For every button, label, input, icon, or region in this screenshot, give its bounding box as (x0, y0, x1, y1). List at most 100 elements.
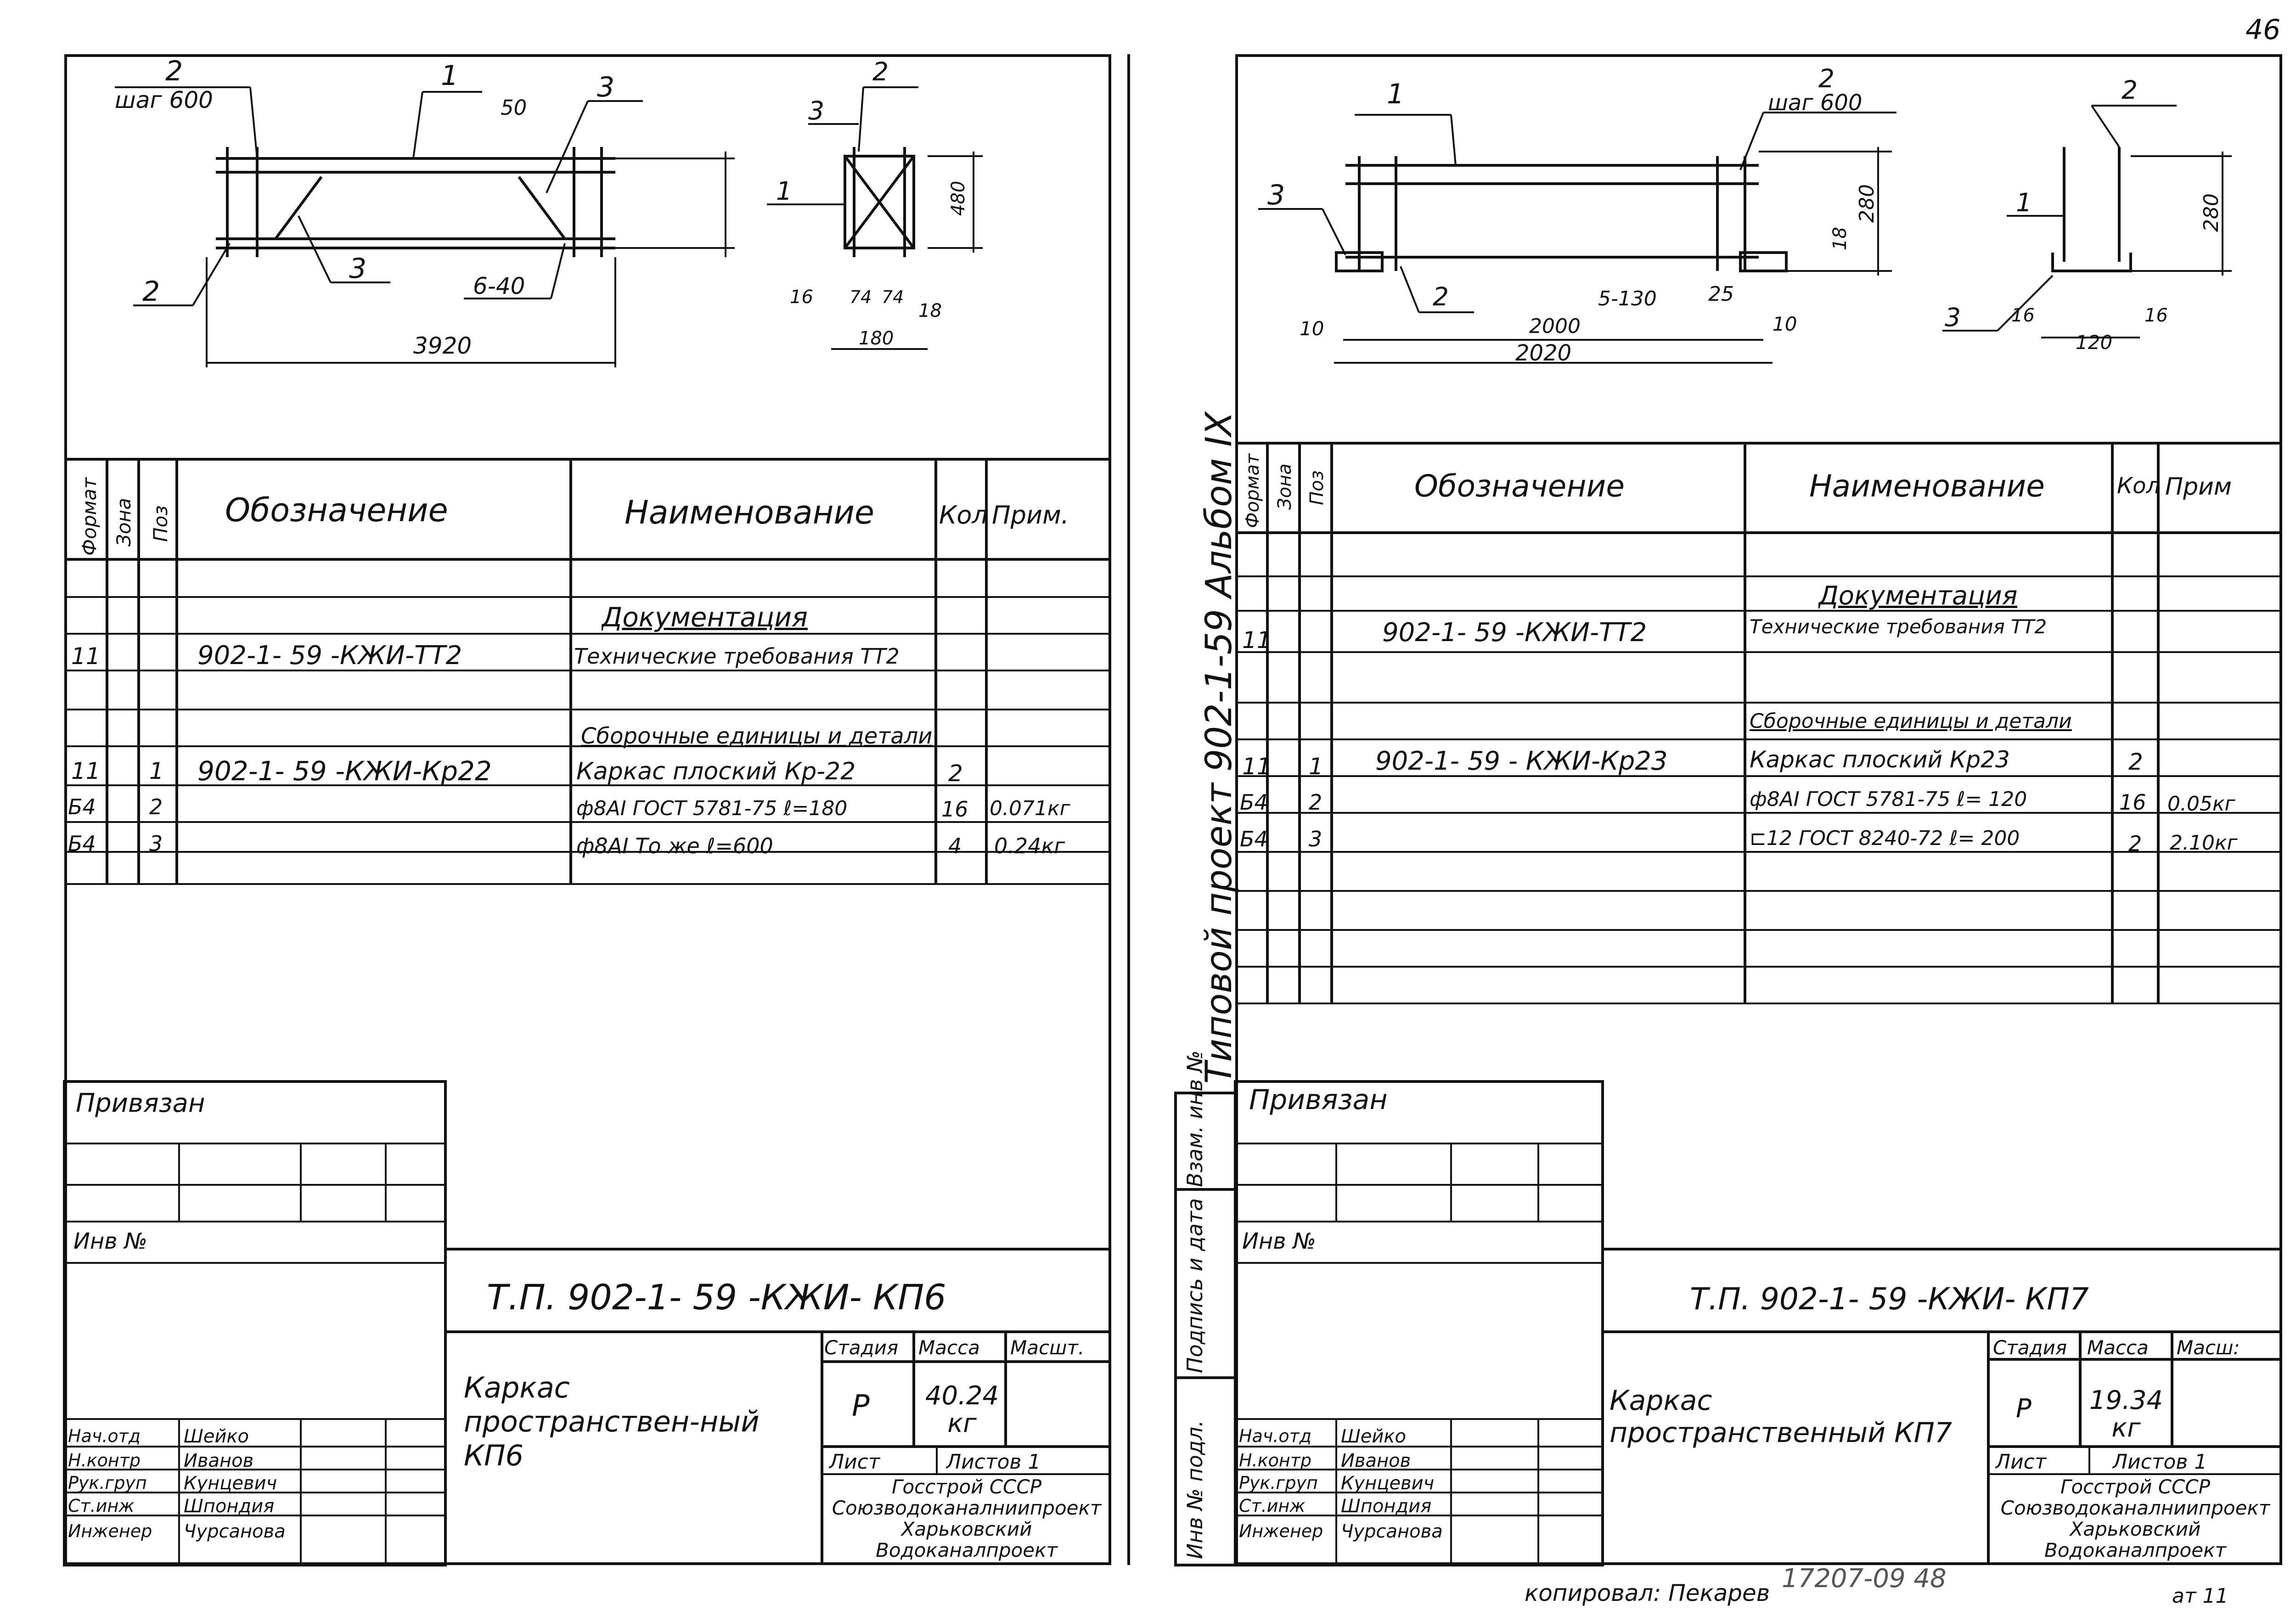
right-row6-name: ⊏12 ГОСТ 8240-72 ℓ= 200 (1750, 827, 2020, 850)
right-staff-name-1: Шейко (1341, 1426, 1407, 1447)
right-leaders (1258, 105, 2177, 332)
right-org: Госстрой СССР Союзводоканалниипроект Хар… (2000, 1476, 2270, 1561)
left-scale-label: Масшт. (1010, 1336, 1085, 1359)
left-staff-role-4: Ст.инж (68, 1496, 135, 1516)
left-callout-sec-1: 1 (776, 176, 792, 206)
right-row4-designation: 902-1- 59 - КЖИ-Кр23 (1375, 746, 1668, 776)
left-callout-3b: 3 (349, 253, 366, 285)
left-callout-640: 6-40 (473, 273, 525, 299)
left-staff-name-1: Шейко (184, 1426, 249, 1447)
left-callout-3920: 3920 (413, 332, 472, 359)
left-row6-qty: 4 (948, 834, 962, 858)
right-row5-pos: 2 (1309, 790, 1322, 815)
right-row2-format: 11 (1242, 627, 1272, 653)
bottom-stamp: 17207-09 48 (1782, 1564, 1947, 1594)
left-staff-name-4: Шпондия (184, 1496, 275, 1517)
right-callout-sec-1: 1 (2016, 188, 2032, 217)
left-row1-name: Документация (602, 602, 808, 633)
right-callout-sec-280: 280 (2200, 193, 2223, 232)
bottom-copy: копировал: Пекарев (1525, 1580, 1770, 1606)
left-row4-designation: 902-1- 59 -КЖИ-Кр22 (197, 755, 492, 787)
left-row6-note: 0.24кг (994, 834, 1065, 858)
right-row6-qty: 2 (2128, 831, 2142, 856)
right-row2-name: Технические требования ТТ2 (1750, 615, 2047, 638)
right-row5-format: Б4 (1240, 790, 1268, 815)
right-stage-label: Стадия (1993, 1336, 2067, 1359)
left-row6-pos: 3 (149, 831, 163, 856)
right-hdr-name: Наименование (1809, 468, 2045, 504)
right-row6-pos: 3 (1309, 827, 1322, 851)
right-stage: Р (2016, 1394, 2032, 1424)
right-callout-sec-2: 2 (2122, 75, 2138, 105)
left-row4-pos: 1 (149, 758, 164, 784)
right-callout-10a: 10 (1300, 317, 1324, 340)
left-callout-sec-3: 3 (808, 96, 824, 125)
right-row5-qty: 16 (2119, 790, 2146, 815)
left-hdr-name: Наименование (625, 494, 874, 531)
left-leaders (115, 86, 918, 306)
right-sheet-label: Лист (1995, 1450, 2047, 1474)
left-callout-480: 480 (948, 181, 969, 216)
right-row4-qty: 2 (2128, 749, 2143, 775)
right-title-code: Т.П. 902-1- 59 -КЖИ- КП7 (1690, 1281, 2089, 1317)
right-mass-label: Масса (2087, 1336, 2149, 1359)
right-callout-step: шаг 600 (1768, 90, 1862, 116)
left-sheets-label: Листов 1 (946, 1450, 1041, 1474)
right-callout-1: 1 (1387, 78, 1404, 110)
left-privyazan: Привязан (76, 1088, 205, 1118)
left-callout-2a: 2 (165, 55, 183, 87)
right-hdr-note: Прим (2165, 473, 2232, 501)
right-hdr-qty: Кол (2117, 473, 2161, 499)
right-inv: Инв № (1242, 1228, 1316, 1254)
right-callout-5130: 5-130 (1598, 287, 1657, 310)
left-row2-format: 11 (71, 643, 101, 670)
right-mass: 19.34 кг (2089, 1387, 2163, 1442)
left-hdr-note: Прим. (992, 501, 1069, 529)
left-sheet-label: Лист (829, 1450, 880, 1474)
right-callout-280: 280 (1855, 184, 1879, 223)
right-callout-25: 25 (1708, 282, 1734, 306)
left-row2-name: Технические требования ТТ2 (574, 644, 900, 669)
right-staff-name-5: Чурсанова (1341, 1521, 1443, 1542)
left-callout-18: 18 (918, 300, 942, 321)
right-sheets-label: Листов 1 (2112, 1450, 2207, 1474)
right-row5-note: 0.05кг (2167, 792, 2235, 816)
right-callout-2b: 2 (1433, 282, 1449, 311)
left-staff-name-5: Чурсанова (184, 1521, 286, 1542)
right-callout-sec-3: 3 (1945, 303, 1961, 332)
left-staff-name-2: Иванов (184, 1450, 254, 1471)
left-item-name: Каркас пространствен-ный КП6 (464, 1371, 760, 1472)
right-row1-name: Документация (1818, 581, 2018, 611)
left-staff-role-3: Рук.груп (68, 1473, 147, 1493)
left-callout-180: 180 (859, 328, 894, 349)
right-row2-designation: 902-1- 59 -КЖИ-ТТ2 (1382, 618, 1647, 648)
right-staff-role-5: Инженер (1239, 1521, 1323, 1541)
right-callout-3a: 3 (1267, 179, 1285, 211)
left-callout-74a: 74 (850, 287, 872, 307)
left-staff-name-3: Кунцевич (184, 1473, 277, 1494)
right-callout-sec-120: 120 (2076, 331, 2112, 354)
left-row5-name: ф8АI ГОСТ 5781-75 ℓ=180 (576, 797, 848, 820)
right-scale-label: Масш: (2177, 1336, 2240, 1359)
left-frame-section (831, 147, 983, 350)
left-staff-role-5: Инженер (68, 1521, 152, 1541)
right-row3-name: Сборочные единицы и детали (1750, 710, 2072, 733)
left-staff-role-2: Н.контр (68, 1450, 141, 1470)
right-staff-name-4: Шпондия (1341, 1496, 1432, 1517)
right-row5-name: ф8АI ГОСТ 5781-75 ℓ= 120 (1750, 788, 2027, 811)
left-row4-format: 11 (71, 758, 101, 784)
left-callout-sec-2: 2 (872, 57, 889, 86)
right-frame-section (2041, 147, 2232, 338)
left-frame-elevation (206, 147, 735, 367)
left-title-code: Т.П. 902-1- 59 -КЖИ- КП6 (487, 1277, 946, 1318)
page-number: 46 (2245, 14, 2281, 46)
left-callout-3a: 3 (597, 71, 614, 103)
right-staff-name-3: Кунцевич (1341, 1473, 1435, 1494)
right-callout-sec-16a: 16 (2011, 305, 2035, 326)
left-row2-designation: 902-1- 59 -КЖИ-ТТ2 (197, 641, 462, 670)
left-mass: 40.24 кг (925, 1382, 999, 1437)
left-row3-name: Сборочные единицы и детали (581, 723, 933, 749)
